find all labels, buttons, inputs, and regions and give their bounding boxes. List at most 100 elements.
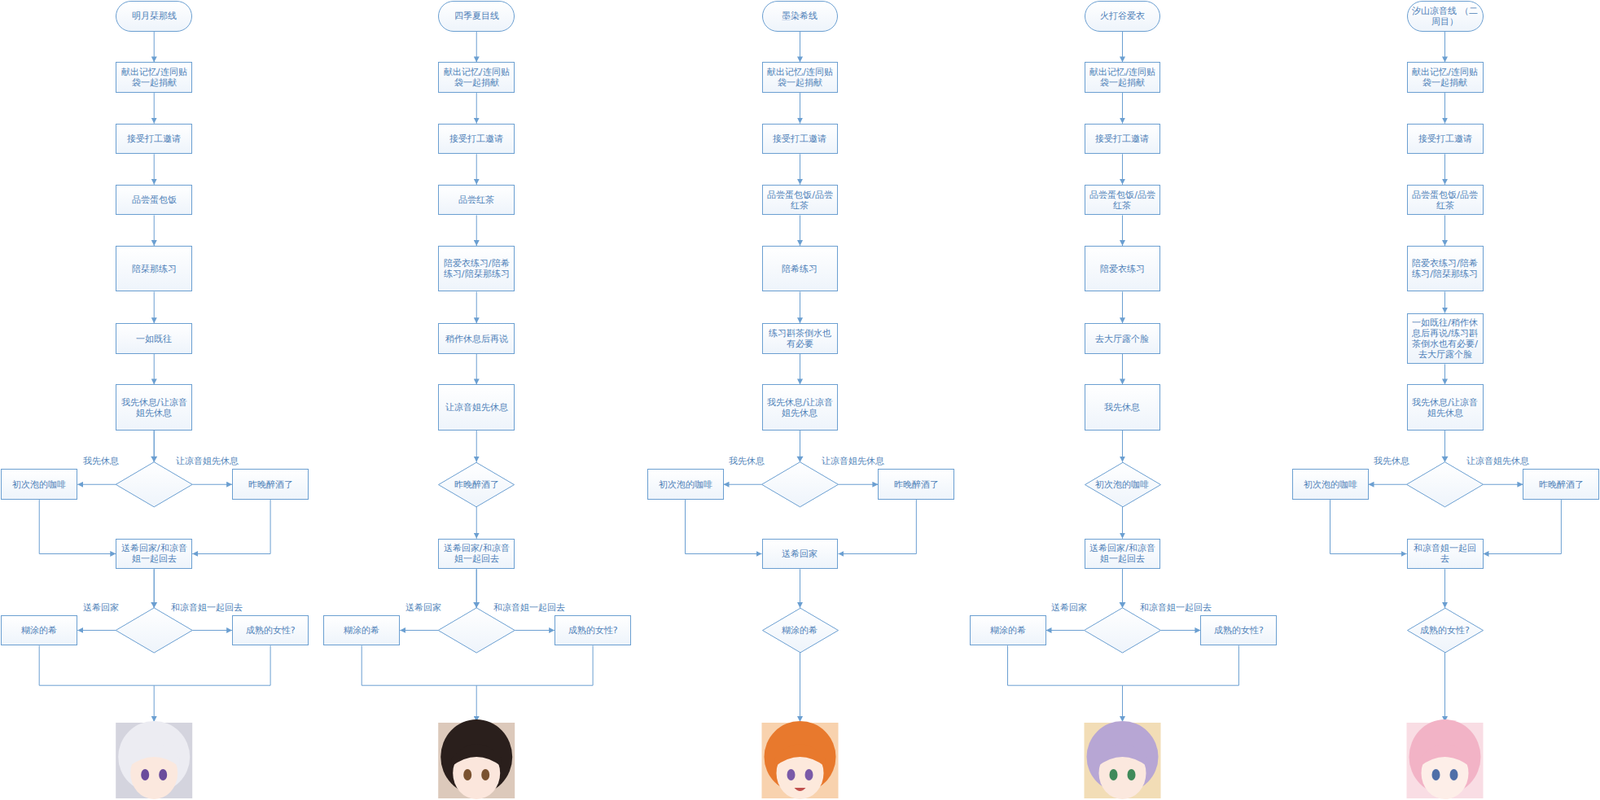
process-box: 和凉音姐一起回去: [1407, 539, 1484, 570]
node-text: 我先休息: [1100, 402, 1144, 413]
node-text: 昨晚醉酒了: [890, 479, 943, 491]
node-text: 品尝红茶: [455, 194, 498, 206]
join-line: [39, 645, 271, 686]
branch-label: 和凉音姐一起回去: [1138, 601, 1214, 613]
flow-connector: [1122, 31, 1123, 63]
decision-diamond: 昨晚醉酒了: [438, 462, 515, 508]
empty-diamond: [1084, 608, 1162, 654]
node-text: 墨染希线: [778, 10, 821, 22]
node-text: 糊涂的希: [340, 625, 383, 636]
process-box: 献出记忆/连同贴袋一起捐献: [115, 61, 193, 93]
node-text: 品尝蛋包饭/品尝红茶: [1407, 189, 1483, 211]
process-box: 送希回家: [762, 539, 839, 570]
flow-connector: [1122, 354, 1123, 386]
node-text: 我先休息/让凉音姐先休息: [1407, 397, 1483, 419]
branch-label: 我先休息: [81, 455, 121, 467]
flow-connector: [1444, 569, 1446, 609]
node-text: 昨晚醉酒了: [451, 479, 503, 491]
node-text: 糊涂的希: [17, 625, 61, 636]
node-text: 接受打工邀请: [123, 133, 185, 145]
flow-connector: [799, 153, 801, 185]
flow-connector: [1330, 499, 1408, 554]
process-box: 糊涂的希: [0, 615, 78, 647]
flow-connector: [153, 31, 155, 63]
node-text: 送希回家/和凉音姐一起回去: [116, 543, 192, 565]
node-text: 品尝蛋包饭/品尝红茶: [1085, 189, 1161, 211]
terminal-box: 汐山凉音线 （二周目）: [1407, 0, 1484, 32]
flow-connector: [476, 31, 478, 63]
process-box: 送希回家/和凉音姐一起回去: [1084, 539, 1162, 570]
flow-connector: [799, 92, 801, 124]
process-box: 接受打工邀请: [762, 123, 839, 155]
flow-connector: [476, 507, 478, 540]
empty-diamond: [115, 462, 193, 508]
process-box: 陪爱衣练习: [1084, 245, 1162, 292]
character-portrait: [1084, 721, 1162, 800]
node-text: 汐山凉音线 （二周目）: [1407, 5, 1483, 27]
branch-label: 和凉音姐一起回去: [491, 601, 567, 613]
process-box: 我先休息: [1084, 384, 1162, 430]
terminal-box: 明月栞那线: [115, 0, 193, 32]
node-text: 接受打工邀请: [1415, 133, 1476, 145]
branch-label: 送希回家: [1049, 601, 1089, 613]
node-text: 献出记忆/连同贴袋一起捐献: [116, 66, 192, 88]
process-box: 一如既往/稍作休息后再说/练习斟茶倒水也有必要/去大厅露个脸: [1407, 313, 1484, 365]
node-text: 糊涂的希: [778, 625, 821, 636]
flow-connector: [39, 499, 116, 554]
process-box: 接受打工邀请: [1407, 123, 1484, 155]
process-box: 陪爱衣练习/陪希练习/陪栞那练习: [1407, 245, 1484, 292]
process-box: 献出记忆/连同贴袋一起捐献: [1407, 61, 1484, 93]
branch-label: 送希回家: [81, 601, 121, 613]
flow-connector: [1122, 214, 1123, 246]
process-box: 初次泡的咖啡: [647, 469, 724, 500]
process-box: 送希回家/和凉音姐一起回去: [438, 539, 515, 570]
node-text: 献出记忆/连同贴袋一起捐献: [438, 66, 514, 88]
process-box: 糊涂的希: [969, 615, 1047, 647]
flow-connector: [476, 569, 555, 631]
flow-connector: [1444, 291, 1446, 313]
flow-connector: [476, 214, 478, 246]
process-box: 品尝蛋包饭/品尝红茶: [1084, 184, 1162, 216]
character-portrait: [1407, 719, 1484, 800]
flow-connector: [799, 31, 801, 63]
process-box: 接受打工邀请: [1084, 123, 1162, 155]
process-box: 初次泡的咖啡: [0, 469, 78, 500]
flow-connector: [476, 153, 478, 185]
flow-connector: [1046, 569, 1123, 631]
flow-connector: [1444, 214, 1446, 246]
flow-connector: [1122, 153, 1123, 185]
node-text: 陪爱衣练习: [1096, 263, 1149, 275]
flow-connector: [476, 291, 478, 324]
node-text: 陪希练习: [778, 263, 821, 275]
decision-diamond: 成熟的女性?: [1407, 608, 1484, 654]
process-box: 陪希练习: [762, 245, 839, 292]
branch-label: 我先休息: [727, 455, 767, 467]
diamond-shape: [1084, 462, 1161, 508]
flow-connector: [153, 153, 155, 185]
terminal-box: 四季夏目线: [438, 0, 515, 32]
node-text: 一如既往/稍作休息后再说/练习斟茶倒水也有必要/去大厅露个脸: [1407, 317, 1483, 360]
flow-connector: [153, 291, 155, 324]
process-box: 让凉音姐先休息: [438, 384, 515, 430]
process-box: 昨晚醉酒了: [232, 469, 309, 500]
empty-diamond: [115, 608, 193, 654]
flow-connector: [399, 569, 477, 631]
node-text: 接受打工邀请: [446, 133, 507, 145]
process-box: 成熟的女性?: [232, 615, 309, 647]
node-text: 一如既往: [132, 333, 176, 345]
flow-connector: [476, 92, 478, 124]
join-line: [1444, 653, 1446, 723]
terminal-box: 火打谷爱衣: [1084, 0, 1162, 32]
node-text: 去大厅露个脸: [1091, 333, 1153, 345]
character-portrait: [438, 719, 515, 800]
flow-connector: [1122, 291, 1123, 324]
node-text: 成熟的女性?: [242, 625, 299, 636]
flow-connector: [192, 499, 271, 554]
node-text: 送希回家: [778, 548, 821, 560]
node-text: 火打谷爱衣: [1096, 10, 1149, 22]
node-text: 献出记忆/连同贴袋一起捐献: [762, 66, 838, 88]
flow-connector: [1122, 507, 1123, 540]
flow-connector: [1444, 92, 1446, 124]
join-line: [361, 645, 593, 686]
